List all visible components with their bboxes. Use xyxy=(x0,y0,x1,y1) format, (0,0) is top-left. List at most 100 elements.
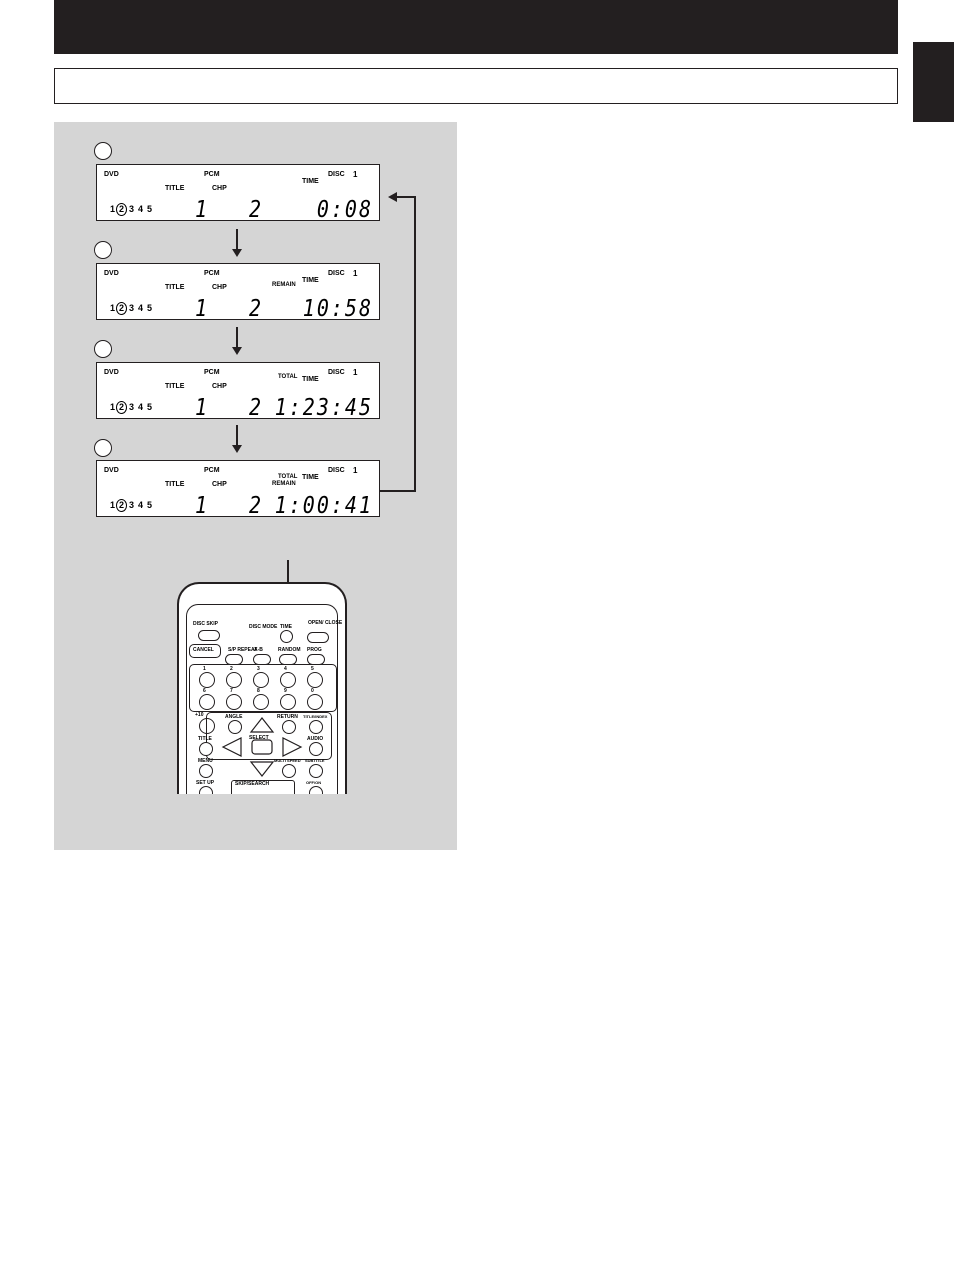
dvd-indicator: DVD xyxy=(104,467,119,474)
loop-bottom xyxy=(380,490,416,492)
digit-label: 3 xyxy=(257,666,260,672)
digit-button[interactable] xyxy=(253,672,269,688)
digit-label: 7 xyxy=(230,688,233,694)
plus10-button[interactable] xyxy=(199,718,215,734)
title-digit: 1 xyxy=(195,393,210,421)
time-readout: 1:00:41 xyxy=(274,491,373,519)
title-indicator: TITLE xyxy=(165,481,185,488)
digit-label: 1 xyxy=(203,666,206,672)
track-number: 1 xyxy=(109,500,115,510)
arrow-down-1 xyxy=(236,229,238,251)
audio-label: AUDIO xyxy=(307,736,324,742)
subtitle-button[interactable] xyxy=(309,764,323,778)
disc-number: 1 xyxy=(353,368,358,377)
time-button[interactable] xyxy=(280,630,293,643)
header-bar xyxy=(54,0,898,54)
disc-skip-button[interactable] xyxy=(198,630,220,641)
title-index-button[interactable] xyxy=(309,720,323,734)
digit-label: 2 xyxy=(230,666,233,672)
digit-label: 6 xyxy=(203,688,206,694)
track-number: 5 xyxy=(146,500,152,510)
digit-button[interactable] xyxy=(307,672,323,688)
time-readout: 0:08 xyxy=(316,195,373,223)
arrow-head-2 xyxy=(232,347,242,355)
time-indicator: TIME xyxy=(302,277,319,284)
random-label: RANDOM xyxy=(278,647,301,653)
return-button[interactable] xyxy=(282,720,296,734)
multi-speed-label: MULTI SPEED xyxy=(274,758,301,763)
time-indicator: TIME xyxy=(302,474,319,481)
dvd-indicator: DVD xyxy=(104,270,119,277)
track-number: 2 xyxy=(116,302,127,315)
cancel-label: CANCEL xyxy=(193,647,214,653)
chapter-digit: 2 xyxy=(249,195,264,223)
chapter-digit: 2 xyxy=(249,491,264,519)
menu-button[interactable] xyxy=(199,764,213,778)
digit-button[interactable] xyxy=(280,672,296,688)
time-readout: 10:58 xyxy=(302,294,373,322)
digit-button[interactable] xyxy=(199,672,215,688)
digit-button[interactable] xyxy=(226,694,242,710)
title-digit: 1 xyxy=(195,491,210,519)
plus10-label: +10 xyxy=(195,712,204,718)
track-number: 1 xyxy=(109,303,115,313)
title-button[interactable] xyxy=(199,742,213,756)
pcm-indicator: PCM xyxy=(204,467,220,474)
track-number: 1 xyxy=(109,204,115,214)
digit-label: 9 xyxy=(284,688,287,694)
angle-label: ANGLE xyxy=(225,714,243,720)
digit-button[interactable] xyxy=(307,694,323,710)
track-number: 4 xyxy=(137,402,143,412)
loop-arrow-head xyxy=(388,192,397,202)
disc-indicator: DISC xyxy=(328,369,345,376)
set-up-button[interactable] xyxy=(199,786,213,794)
disc-skip-label: DISC SKIP xyxy=(193,621,219,627)
title-indicator: TITLE xyxy=(165,383,185,390)
track-number: 3 xyxy=(128,402,134,412)
disc-indicator: DISC xyxy=(328,171,345,178)
step-marker-1 xyxy=(94,142,112,160)
pcm-indicator: PCM xyxy=(204,369,220,376)
numeric-pad-group xyxy=(189,664,337,712)
digit-button[interactable] xyxy=(226,672,242,688)
track-number: 4 xyxy=(137,500,143,510)
arrow-down-3 xyxy=(236,425,238,447)
audio-button[interactable] xyxy=(309,742,323,756)
digit-button[interactable] xyxy=(280,694,296,710)
remain-indicator: REMAIN xyxy=(272,282,296,288)
step-marker-3 xyxy=(94,340,112,358)
skip-search-group xyxy=(231,780,295,794)
title-indicator: TITLE xyxy=(165,185,185,192)
loop-top xyxy=(396,196,416,198)
sp-repeat-label: S/P REPEAT xyxy=(228,647,258,653)
track-number: 2 xyxy=(116,401,127,414)
pcm-indicator: PCM xyxy=(204,270,220,277)
dvd-indicator: DVD xyxy=(104,171,119,178)
off-on-button[interactable] xyxy=(309,786,323,794)
track-number: 3 xyxy=(128,500,134,510)
select-label: SELECT xyxy=(249,735,269,741)
prog-label: PROG xyxy=(307,647,322,653)
open-close-button[interactable] xyxy=(307,632,329,643)
track-number: 3 xyxy=(128,204,134,214)
digit-button[interactable] xyxy=(199,694,215,710)
open-close-label: OPEN/ CLOSE xyxy=(308,620,343,626)
chp-indicator: CHP xyxy=(212,185,227,192)
multi-speed-button[interactable] xyxy=(282,764,296,778)
chapter-digit: 2 xyxy=(249,393,264,421)
return-label: RETURN xyxy=(277,714,298,720)
angle-button[interactable] xyxy=(228,720,242,734)
time-indicator: TIME xyxy=(302,376,319,383)
direction-pad[interactable] xyxy=(221,716,303,778)
step-marker-2 xyxy=(94,241,112,259)
digit-button[interactable] xyxy=(253,694,269,710)
track-number: 3 xyxy=(128,303,134,313)
disc-indicator: DISC xyxy=(328,270,345,277)
digit-label: 8 xyxy=(257,688,260,694)
disc-mode-label: DISC MODE xyxy=(249,624,278,630)
